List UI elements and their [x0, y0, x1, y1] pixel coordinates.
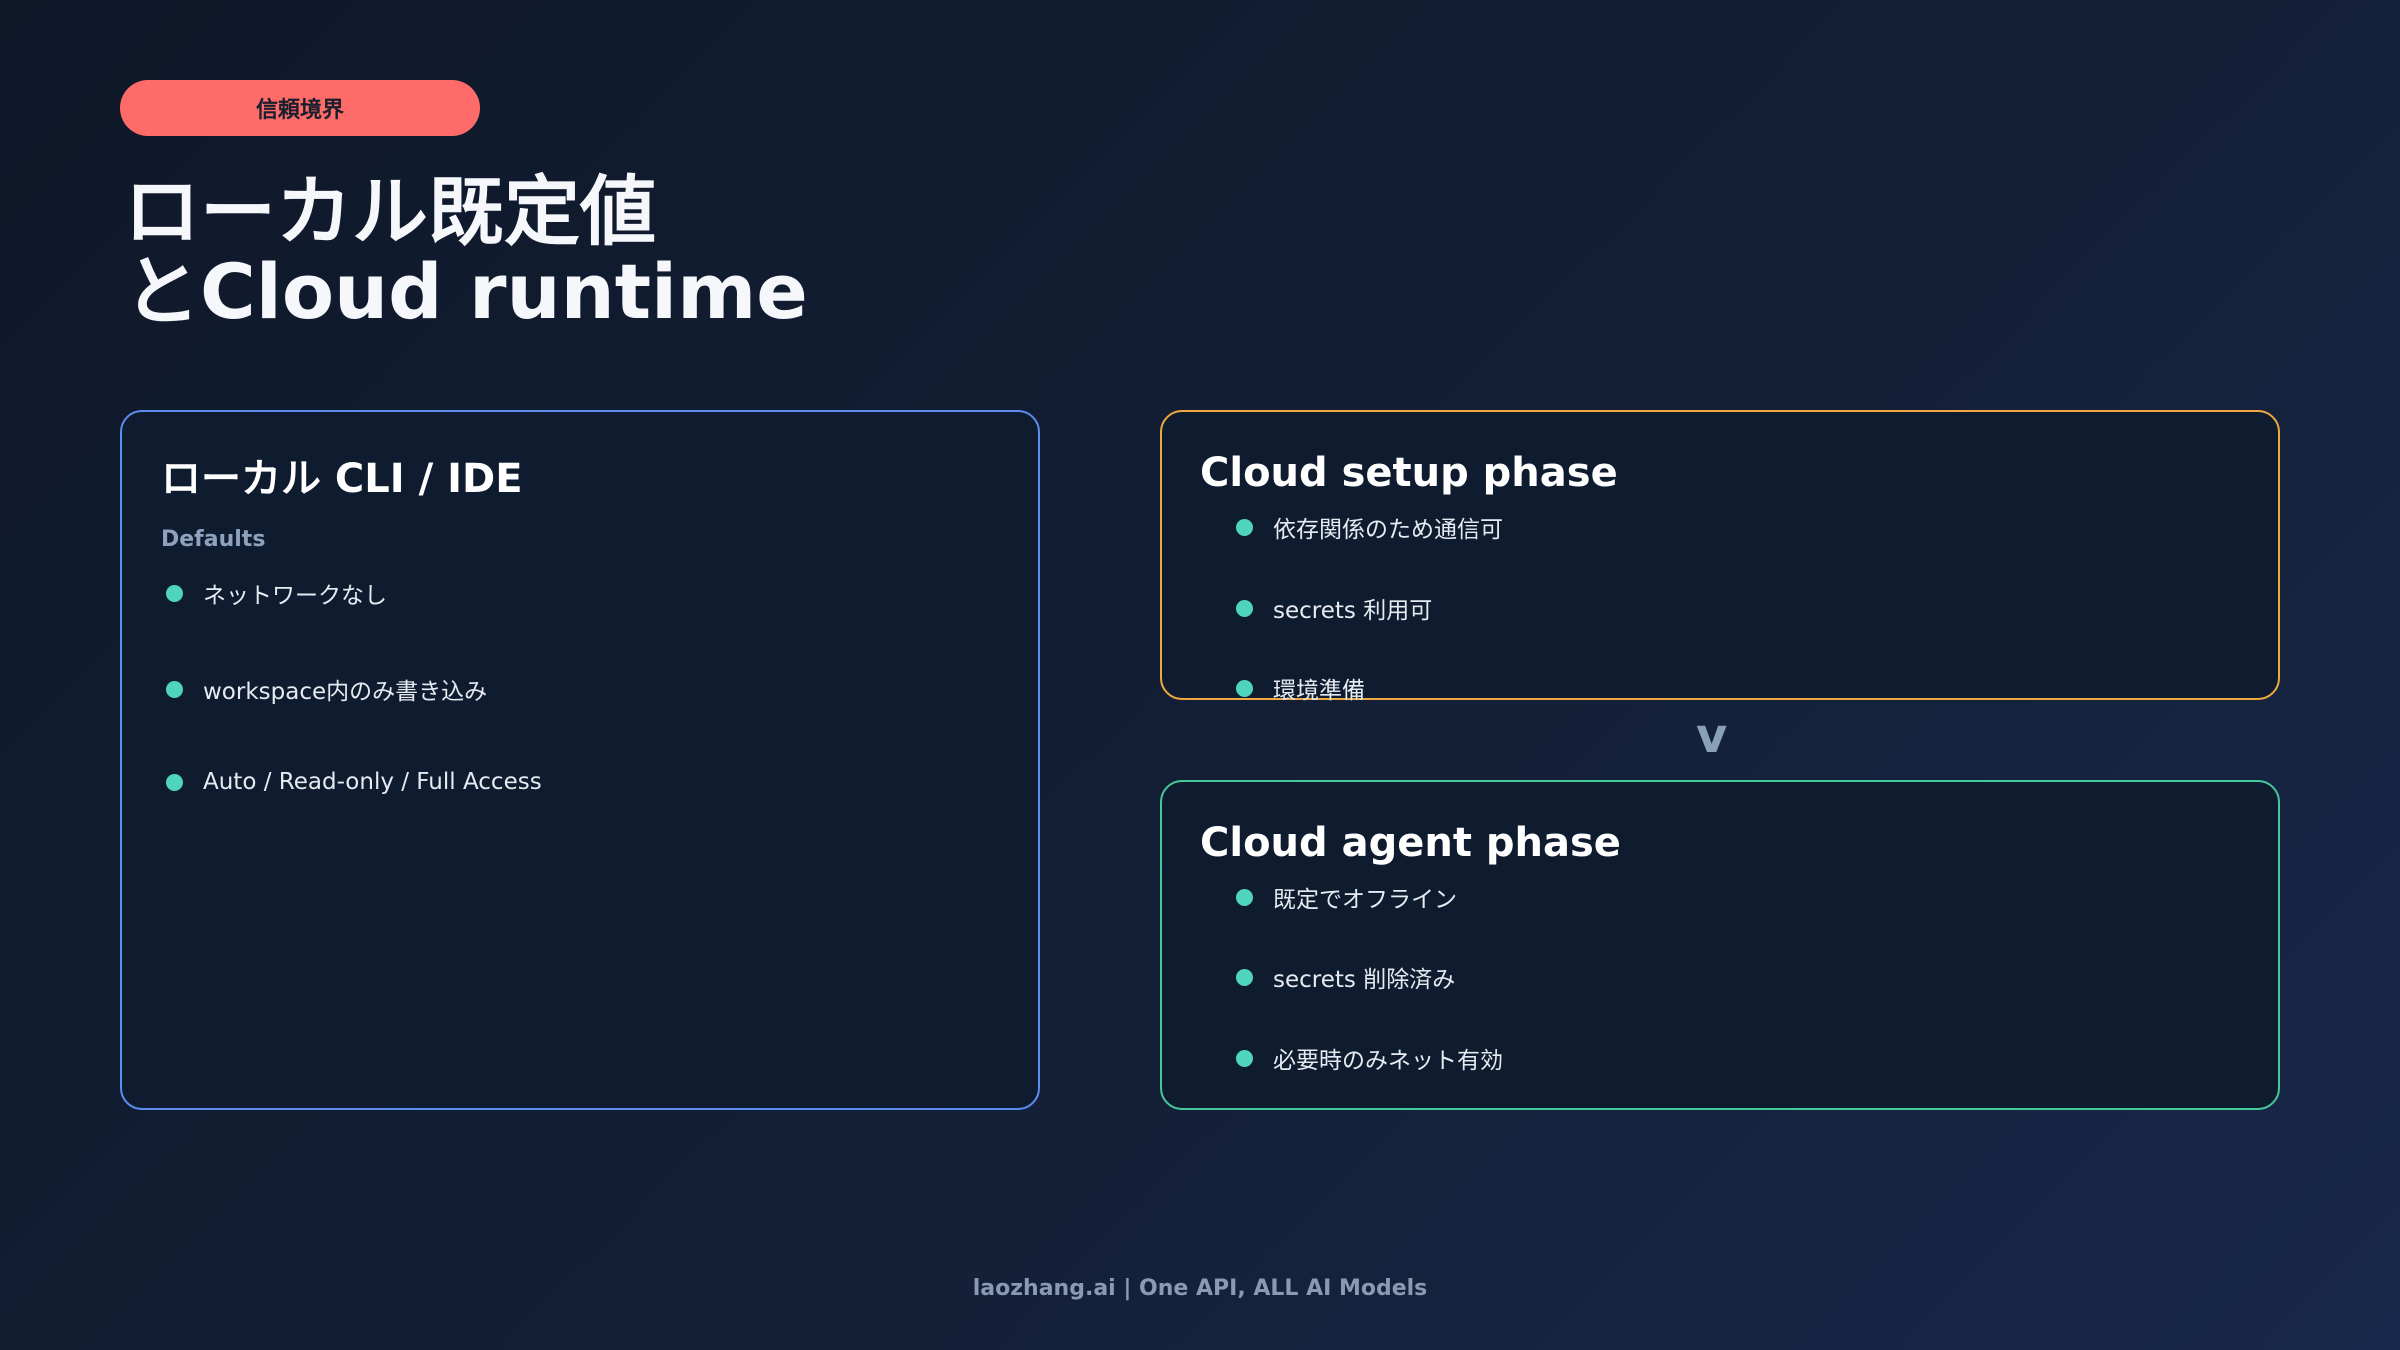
bullet-icon [166, 680, 183, 698]
bullet-icon [1236, 888, 1253, 906]
item-text: Auto / Read-only / Full Access [203, 769, 542, 795]
item-text: 必要時のみネット有効 [1273, 1048, 1503, 1074]
list-item: 必要時のみネット有効 [1236, 1041, 1503, 1075]
item-text: 依存関係のため通信可 [1273, 517, 1503, 543]
bullet-icon [1236, 1049, 1253, 1067]
list-item: secrets 削除済み [1236, 960, 1455, 994]
bullet-icon [166, 773, 183, 791]
item-text: workspace内のみ書き込み [203, 679, 488, 705]
bullet-icon [1236, 968, 1253, 986]
agent-card-title: Cloud agent phase [1200, 820, 1621, 866]
list-item: 依存関係のため通信可 [1236, 510, 1503, 544]
list-item: ネットワークなし [166, 576, 387, 610]
local-card-title: ローカル CLI / IDE [161, 456, 523, 502]
page-title: ローカル既定値 とCloud runtime [124, 172, 808, 332]
setup-card-title: Cloud setup phase [1200, 450, 1618, 496]
bullet-icon [1236, 518, 1253, 536]
bullet-icon [166, 584, 183, 602]
title-line-1: ローカル既定値 [124, 167, 656, 256]
footer: laozhang.ai | One API, ALL AI Models [972, 1276, 1428, 1301]
down-arrow-icon: v [1696, 708, 1728, 764]
item-text: secrets 利用可 [1273, 598, 1433, 624]
setup-card [1160, 410, 2280, 700]
list-item: workspace内のみ書き込み [166, 672, 487, 706]
item-text: 環境準備 [1273, 678, 1365, 704]
item-text: 既定でオフライン [1273, 887, 1457, 913]
agent-card [1160, 780, 2280, 1110]
list-item: 環境準備 [1236, 671, 1365, 705]
title-line-2: とCloud runtime [124, 247, 808, 336]
list-item: 既定でオフライン [1236, 880, 1457, 914]
list-item: secrets 利用可 [1236, 591, 1432, 625]
section-badge: 信頼境界 [120, 80, 480, 136]
local-card [120, 410, 1040, 1110]
bullet-icon [1236, 679, 1253, 697]
item-text: secrets 削除済み [1273, 967, 1456, 993]
bullet-icon [1236, 599, 1253, 617]
item-text: ネットワークなし [203, 583, 387, 609]
list-item: Auto / Read-only / Full Access [166, 769, 542, 795]
local-card-subtitle: Defaults [161, 527, 266, 552]
